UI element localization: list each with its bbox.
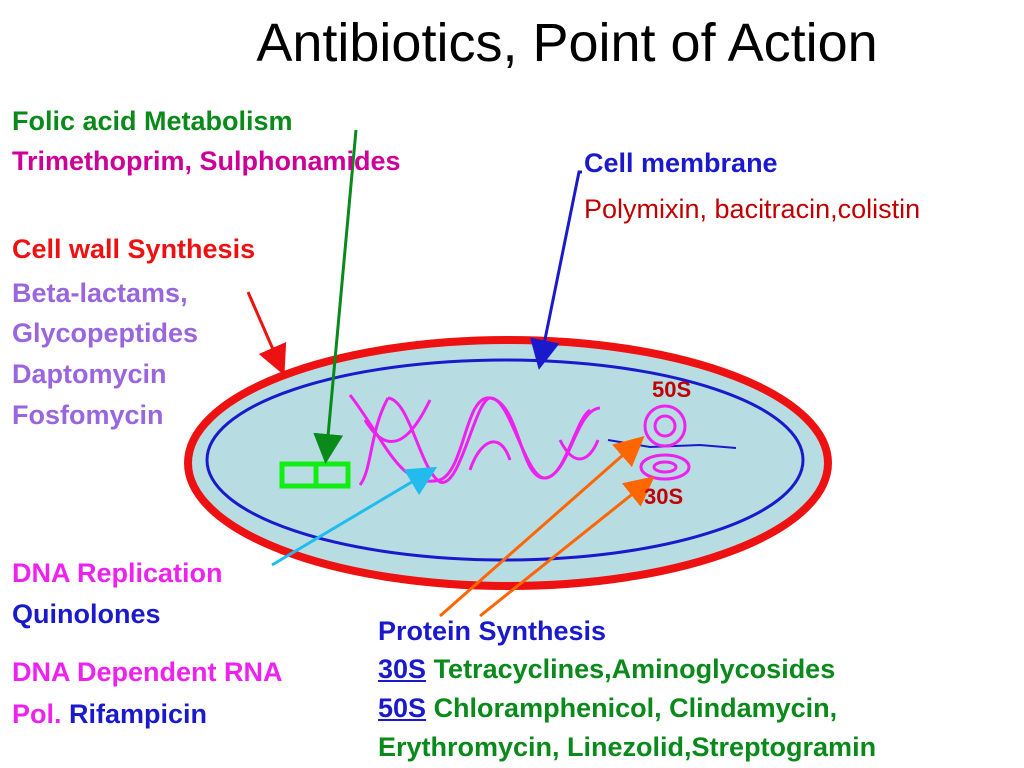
arrow-protein-30s <box>479 476 655 618</box>
arrow-folic <box>313 129 358 464</box>
wall-heading: Cell wall Synthesis <box>12 234 256 264</box>
ribosome-50s-inner <box>653 414 677 438</box>
ribosome-30s-label: 30S <box>644 484 684 509</box>
membrane-heading: Cell membrane <box>584 148 778 178</box>
arrow-dna <box>271 466 438 567</box>
protein-30s-drugs: Tetracyclines,Aminoglycosides <box>433 654 836 684</box>
arrow-membrane <box>530 170 582 370</box>
folic-drugs: Trimethoprim, Sulphonamides <box>12 146 401 176</box>
wall-drug-1: Beta-lactams, <box>12 278 188 308</box>
protein-30s-line: 30S Tetracyclines,Aminoglycosides <box>378 654 835 685</box>
rna-pol-line-2: Pol. Rifampicin <box>12 699 207 730</box>
dna-replication-heading: DNA Replication <box>12 558 223 588</box>
wall-drug-4: Fosfomycin <box>12 400 164 430</box>
dna-strand-2 <box>358 396 592 486</box>
protein-heading: Protein Synthesis <box>378 616 607 646</box>
folic-target-box-right <box>313 461 351 489</box>
arrow-cell-wall <box>246 291 287 376</box>
rna-pol-heading-1: DNA Dependent RNA <box>12 657 283 687</box>
wall-drug-2: Glycopeptides <box>12 318 199 348</box>
ribosome-50s-outer <box>643 404 687 448</box>
rna-pol-heading-2: Pol. <box>12 699 62 729</box>
protein-50s-sub: 50S <box>378 693 427 723</box>
rna-pol-drugs: Rifampicin <box>69 699 208 729</box>
arrow-protein-50s <box>439 436 645 618</box>
cell-wall <box>184 336 832 590</box>
ribosome-30s-inner <box>652 460 678 474</box>
ribosome-50s-label: 50S <box>652 377 692 402</box>
protein-50s-drugs-cont: Erythromycin, Linezolid,Streptogramin <box>378 732 877 762</box>
protein-50s-drugs: Chloramphenicol, Clindamycin, <box>433 693 838 723</box>
folic-heading: Folic acid Metabolism <box>12 106 293 136</box>
dna-replication-drugs: Quinolones <box>12 599 161 629</box>
membrane-drugs: Polymixin, bacitracin,colistin <box>584 194 921 224</box>
wall-drug-3: Daptomycin <box>12 359 167 389</box>
protein-30s-sub: 30S <box>378 654 427 684</box>
page-title: Antibiotics, Point of Action <box>256 13 878 73</box>
dna-strand-3 <box>363 399 600 471</box>
protein-50s-line: 50S Chloramphenicol, Clindamycin, <box>378 693 837 724</box>
